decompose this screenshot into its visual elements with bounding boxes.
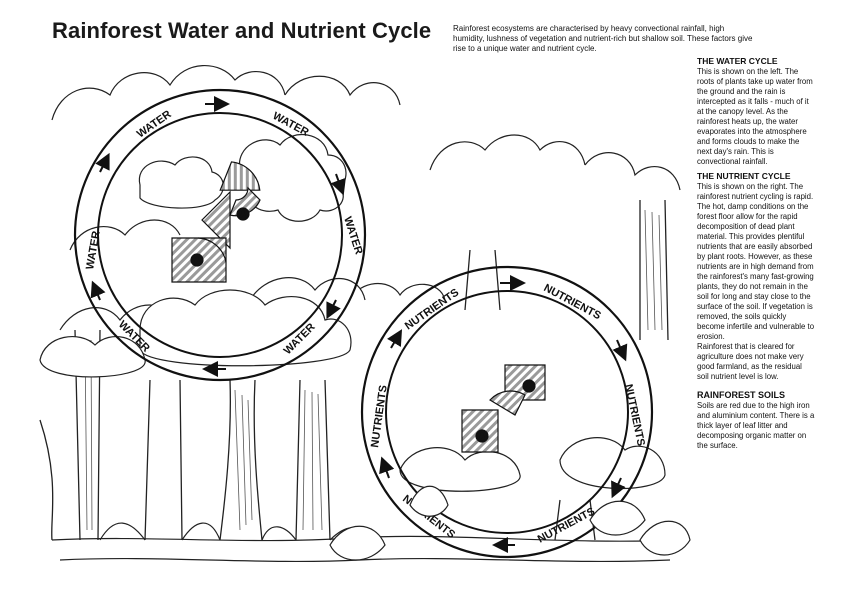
buttress-roots xyxy=(99,522,373,541)
water-marker-a-top: A xyxy=(240,212,245,219)
water-label-right: WATER xyxy=(341,215,364,256)
foreground-leaves xyxy=(329,485,691,561)
page-title: Rainforest Water and Nutrient Cycle xyxy=(52,18,432,43)
nutrient-cycle-text-2: Rainforest that is cleared for agricultu… xyxy=(697,342,804,381)
water-root-sections: A A xyxy=(171,161,261,283)
water-cycle-heading: THE WATER CYCLE xyxy=(697,56,778,66)
trunk-texture xyxy=(84,209,663,531)
water-cycle-ring xyxy=(73,88,367,382)
water-marker-a-bottom: A xyxy=(194,258,199,265)
nutrient-label-top-right: NUTRIENTS xyxy=(542,282,603,322)
nutrient-marker-a-top: A xyxy=(526,384,531,391)
cloud-cluster xyxy=(138,134,347,222)
nutrient-root-sections: A A xyxy=(461,364,546,453)
nutrient-cycle-text: This is shown on the right. The rainfore… xyxy=(697,182,815,341)
nutrient-cycle-heading: THE NUTRIENT CYCLE xyxy=(697,171,791,181)
soils-text: Soils are red due to the high iron and a… xyxy=(697,401,815,450)
nutrient-marker-a-bottom: A xyxy=(479,434,484,441)
foreground-bushes xyxy=(39,289,666,492)
nutrient-label-bottom-right: NUTRIENTS xyxy=(536,505,597,545)
info-panel: THE WATER CYCLE This is shown on the lef… xyxy=(697,56,815,455)
intro-text: Rainforest ecosystems are characterised … xyxy=(453,24,753,53)
water-cycle-text: This is shown on the left. The roots of … xyxy=(697,67,813,166)
soils-heading: RAINFOREST SOILS xyxy=(697,390,786,400)
nutrient-cycle-ring xyxy=(360,265,654,559)
